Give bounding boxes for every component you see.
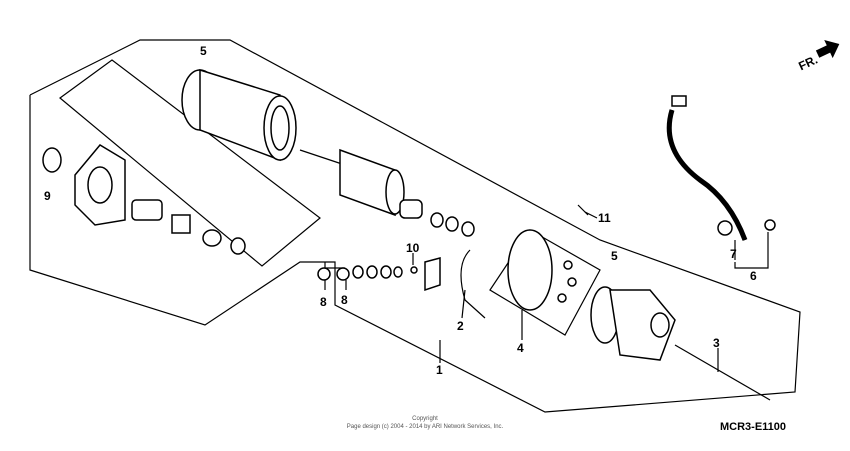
diagram-code: MCR3-E1100 [720,421,786,433]
washers [317,212,486,319]
front-direction-indicator: FR. [796,39,840,73]
copyright-line2: Page design (c) 2004 - 2014 by ARI Netwo… [347,424,504,430]
starter-cable [666,95,776,241]
callout-8b: 8 [341,293,348,307]
inner-group-outline [59,59,321,267]
callout-4: 4 [517,341,524,355]
arrow-right-icon [815,39,840,59]
brush-holder [507,204,589,311]
callout-3: 3 [713,336,720,350]
callout-7: 7 [730,247,737,261]
callout-11: 11 [598,211,611,225]
callout-5: 5 [200,44,207,58]
callout-2: 2 [457,319,464,333]
leader-lines [324,211,769,372]
callout-1: 1 [436,363,443,377]
callout-8: 8 [320,295,327,309]
fr-label: FR. [796,52,819,73]
callout-10: 10 [406,241,420,255]
callout-6: 6 [750,269,757,283]
callout-9: 9 [44,189,51,203]
group-outline [29,39,801,413]
front-cover [42,144,246,255]
yoke-housing [181,68,297,162]
armature [299,148,423,219]
rear-cover [590,286,771,401]
copyright-line1: Copyright [412,416,438,422]
callout-5b: 5 [611,249,618,263]
